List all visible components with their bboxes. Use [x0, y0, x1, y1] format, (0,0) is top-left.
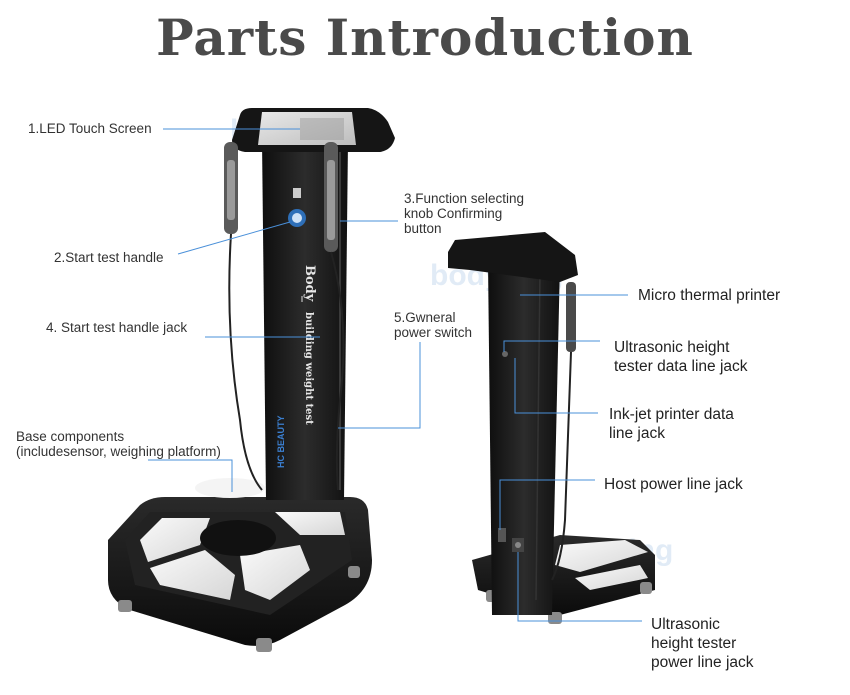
label-base-components: Base components (includesensor, weighing…: [16, 429, 221, 459]
label-line: power line jack: [651, 654, 754, 671]
label-ultrasonic-power-jack: Ultrasonic height tester power line jack: [651, 615, 754, 672]
label-line: tester data line jack: [614, 358, 748, 375]
leader-lines: [148, 128, 642, 622]
right-device-handle: [566, 282, 576, 352]
left-back-plate: [195, 478, 265, 498]
brand-logo: HC BEAUTY: [276, 415, 286, 468]
left-foot-plate: [275, 512, 345, 535]
leader-base: [148, 459, 233, 492]
ultrasonic-data-jack: [502, 351, 508, 357]
right-foot: [640, 582, 652, 594]
label-power-switch: 5.Gwneral power switch: [394, 310, 472, 340]
label-line: (includesensor, weighing platform): [16, 444, 221, 459]
column-text-body: Body: [302, 265, 317, 302]
label-line: power switch: [394, 325, 473, 340]
label-line: knob Confirming: [404, 206, 503, 221]
column-text-subtitle: building weight test: [303, 312, 314, 425]
function-knob-center: [292, 213, 302, 223]
label-line: 5.Gwneral: [394, 310, 456, 325]
label-ultrasonic-data-jack: Ultrasonic height tester data line jack: [614, 338, 748, 376]
label-line: button: [404, 221, 442, 236]
leader-start-handle: [177, 221, 291, 255]
label-line: line jack: [609, 425, 665, 442]
left-foot: [118, 600, 132, 612]
leader-inkjet: [514, 358, 598, 414]
page-title: Parts Introduction: [156, 8, 694, 67]
left-foot-plate: [240, 545, 310, 600]
label-inkjet-printer-jack: Ink-jet printer data line jack: [609, 405, 734, 443]
label-line: Base components: [16, 429, 125, 444]
right-foot-plate: [555, 540, 648, 572]
screen-keypad: [300, 118, 344, 140]
label-line: height tester: [651, 635, 737, 652]
handle-cable: [228, 233, 263, 491]
label-line: Ink-jet printer data: [609, 406, 734, 423]
handle-cable: [330, 251, 345, 491]
left-foot-plate: [150, 550, 235, 600]
left-foot: [256, 638, 272, 652]
label-start-test-handle: 2.Start test handle: [54, 250, 164, 265]
host-power-jack: [498, 528, 506, 542]
label-start-handle-jack: 4. Start test handle jack: [46, 320, 188, 335]
right-head: [448, 232, 578, 282]
right-column: [488, 262, 560, 615]
label-micro-thermal-printer: Micro thermal printer: [638, 287, 781, 304]
leader-ultrasonic-data: [503, 340, 600, 352]
label-line: 3.Function selecting: [404, 191, 525, 206]
right-foot-plate: [575, 565, 648, 590]
leader-host-power: [499, 479, 595, 530]
label-line: Ultrasonic: [651, 616, 720, 633]
left-handle-grip: [227, 160, 235, 220]
right-handle-grip: [327, 160, 335, 240]
left-foot: [348, 566, 360, 578]
label-function-knob: 3.Function selecting knob Confirming but…: [404, 191, 524, 236]
label-led-touch-screen: 1.LED Touch Screen: [28, 121, 152, 136]
leader-power-switch: [338, 342, 421, 429]
label-line: Ultrasonic height: [614, 339, 730, 356]
power-indicator: [293, 188, 301, 198]
label-host-power-jack: Host power line jack: [604, 476, 743, 493]
left-foot-plate: [140, 518, 210, 562]
leader-ultrasonic-power: [517, 552, 642, 622]
left-center-disc: [200, 520, 276, 556]
left-device: Body building weight test HC BEAUTY: [108, 108, 395, 652]
